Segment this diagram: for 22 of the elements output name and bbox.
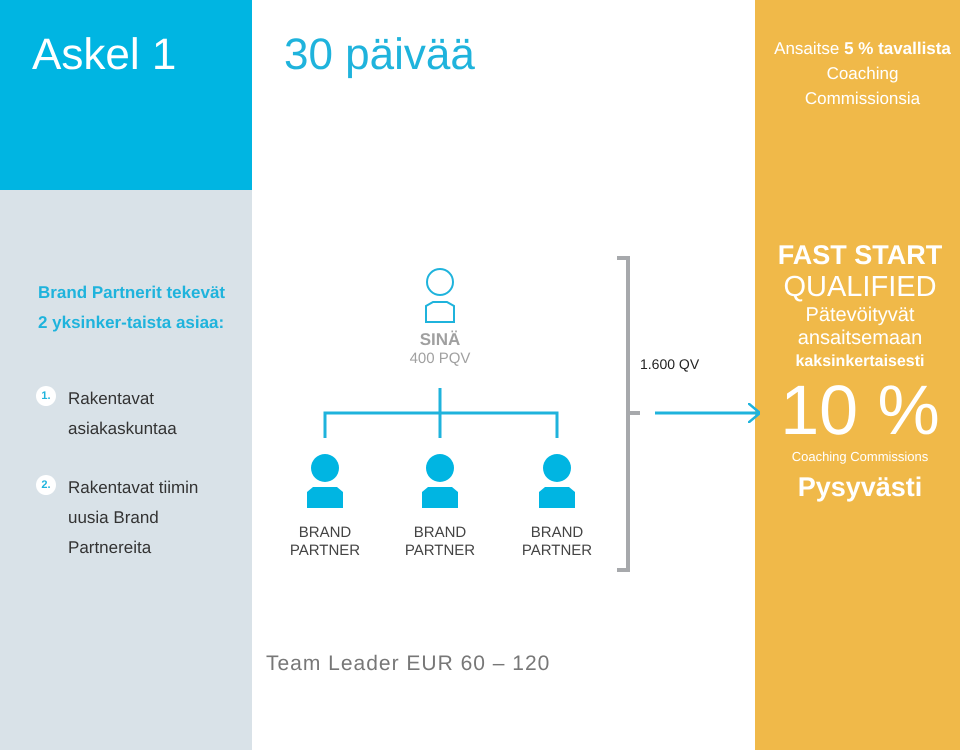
duration-text: Pysyvästi: [796, 472, 924, 503]
role-label: BRAND PARTNER: [520, 524, 594, 560]
percentage-value: 10 %: [779, 371, 941, 449]
step-heading: Askel 1: [32, 30, 178, 80]
footer-note: Team Leader EUR 60 – 120: [266, 652, 552, 676]
duration-heading: 30 päivää: [284, 30, 476, 80]
qualification-text: Pätevöityvät ansaitsemaan: [796, 304, 924, 350]
emphasis-text: kaksinkertaisesti: [794, 353, 926, 371]
commission-note: Ansaitse 5 % tavallista Coaching Commissionsia: [773, 38, 952, 110]
connector-line: [438, 388, 558, 438]
volume-label: 1.600 QV: [640, 356, 700, 372]
commission-label: Coaching Commissions: [790, 449, 930, 464]
status-subtitle: QUALIFIED: [782, 271, 938, 304]
list-item-text: Rakentavat asiakaskuntaa: [68, 388, 178, 440]
status-title: FAST START: [776, 240, 944, 271]
volume-value: 400 PQV: [408, 350, 472, 367]
role-label: BRAND PARTNER: [404, 524, 476, 560]
section-heading: Brand Partnerit tekevät 2 yksinker-taista asiaa:: [38, 282, 226, 334]
list-item-text: Rakentavat tiimin uusia Brand Partnereita: [68, 477, 200, 559]
person-name: SINÄ: [418, 330, 462, 350]
role-label: BRAND PARTNER: [288, 524, 362, 560]
arrow: [655, 402, 762, 424]
